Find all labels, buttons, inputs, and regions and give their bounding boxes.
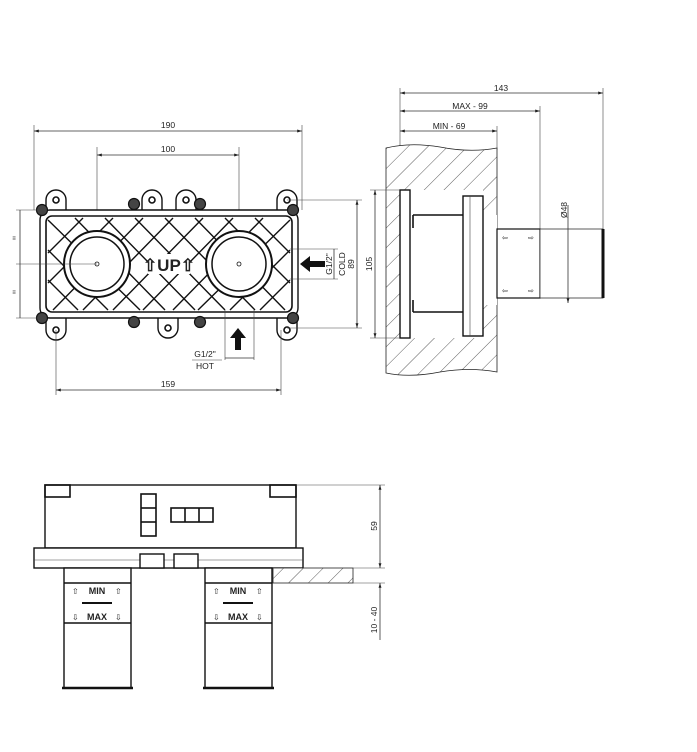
dim-total-depth: 143 [494, 83, 508, 93]
hot-thread: G1/2" [194, 349, 215, 359]
small-dim-lower: ≡ [12, 290, 16, 296]
side-view: 143 MAX - 99 MIN - 69 ⇦ ⇨ ⇦ ⇨ Ø48 105 [364, 83, 605, 376]
arrow-down-icon: ⇩ [115, 613, 122, 622]
cold-label: COLD [337, 252, 347, 276]
front-view: 190 100 [12, 120, 362, 395]
arrow-up-icon: ⇧ [256, 587, 263, 596]
small-dim-upper: ≡ [12, 236, 16, 242]
valve-flange [462, 195, 484, 337]
arrow-up-icon: ⇧ [72, 587, 79, 596]
cold-inlet-arrow-icon [300, 256, 325, 272]
dim-diameter: Ø48 [559, 202, 569, 218]
arrow-icon: ⇨ [528, 235, 534, 242]
dim-mount-horizontal: 159 [161, 379, 175, 389]
arrow-icon: ⇨ [528, 288, 534, 295]
arrow-down-icon: ⇩ [256, 613, 263, 622]
min-label: MIN [230, 586, 247, 596]
dim-plate-height: 105 [364, 257, 374, 271]
min-label: MIN [89, 586, 106, 596]
max-label: MAX [228, 612, 248, 622]
base-plate [33, 547, 304, 569]
mounting-plate-side [399, 189, 411, 339]
arrow-icon: ⇦ [502, 235, 508, 242]
arrow-down-icon: ⇩ [213, 613, 220, 622]
dim-overall-width: 190 [161, 120, 175, 130]
bottom-view: MIN MAX ⇧ ⇧ ⇩ ⇩ MIN MAX ⇧ ⇧ ⇩ ⇩ 59 10 - … [33, 484, 385, 690]
valve-spindle-extension [539, 228, 604, 299]
wall-surface [272, 567, 354, 584]
cold-thread: G1/2" [324, 253, 334, 274]
arrow-up-icon: ⇧ [115, 587, 122, 596]
max-label: MAX [87, 612, 107, 622]
extension-left: MIN MAX ⇧ ⇧ ⇩ ⇩ [62, 567, 133, 690]
hot-label: HOT [196, 361, 214, 371]
arrow-down-icon: ⇩ [72, 613, 79, 622]
dim-body-height: 59 [369, 521, 379, 531]
up-marking: ⇧UP⇧ [143, 256, 195, 275]
valve-bore-right [205, 230, 273, 298]
dim-adjust-range: 10 - 40 [369, 606, 379, 633]
dim-mount-vertical: 89 [346, 259, 356, 269]
dim-max-depth: MAX - 99 [452, 101, 488, 111]
extension-right: MIN MAX ⇧ ⇧ ⇩ ⇩ [203, 567, 274, 690]
dim-center-distance: 100 [161, 144, 175, 154]
arrow-icon: ⇦ [502, 288, 508, 295]
screws [35, 197, 300, 329]
dim-min-depth: MIN - 69 [433, 121, 466, 131]
hot-inlet-arrow-icon [230, 328, 246, 350]
arrow-up-icon: ⇧ [213, 587, 220, 596]
